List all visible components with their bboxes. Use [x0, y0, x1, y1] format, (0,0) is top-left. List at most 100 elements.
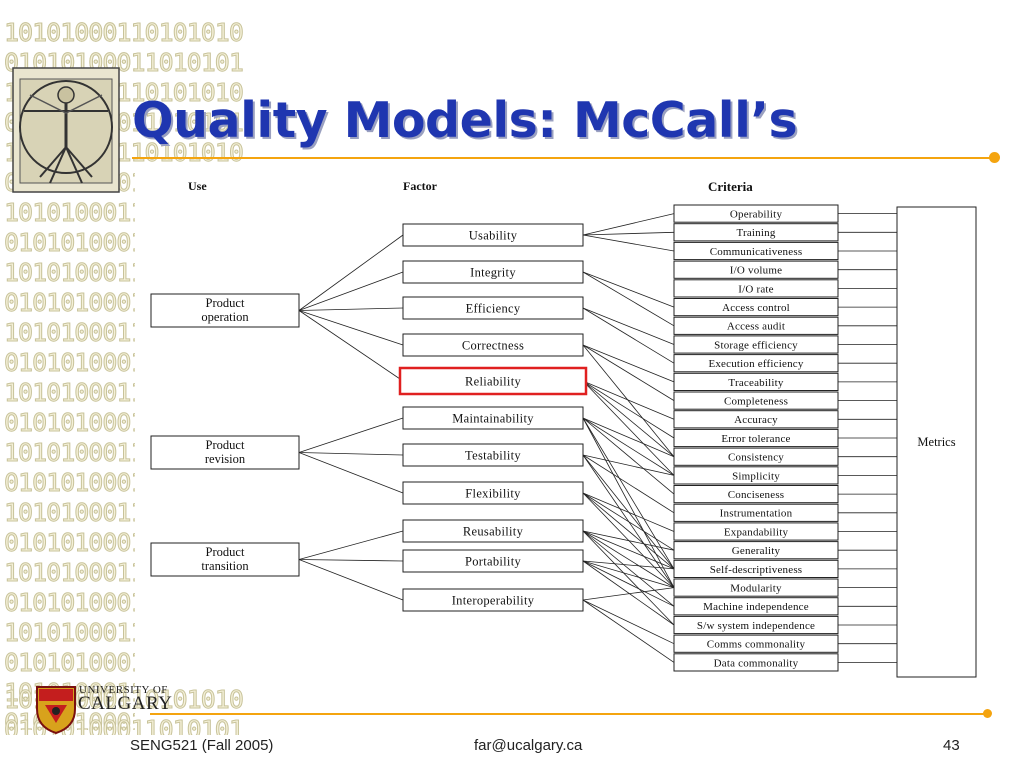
footer-page-number: 43 — [943, 737, 960, 754]
use-factor-link — [298, 559, 404, 562]
criteria-box: Storage efficiency — [673, 335, 839, 354]
factor-criteria-link — [582, 587, 675, 601]
factor-box: Reliability — [398, 366, 588, 396]
factor-criteria-link — [582, 599, 675, 645]
factor-criteria-link — [582, 213, 675, 236]
factor-criteria-link — [582, 231, 675, 236]
factor-criteria-link — [582, 492, 675, 532]
criteria-box: Communicativeness — [673, 241, 839, 261]
factor-box: Correctness — [402, 333, 584, 357]
factor-box: Flexibility — [402, 481, 584, 505]
criteria-box: Training — [673, 223, 839, 242]
factor-criteria-link — [582, 417, 675, 570]
criteria-label: Consistency — [728, 452, 784, 464]
use-box-frame — [150, 435, 300, 470]
criteria-label: Conciseness — [728, 489, 785, 501]
factor-criteria-link — [582, 454, 675, 514]
binary-row: 01010100011010101 — [4, 348, 135, 378]
criteria-box-frame — [673, 634, 839, 653]
criteria-box-frame — [673, 316, 839, 335]
criteria-box-frame — [673, 597, 839, 616]
criteria-label: I/O volume — [730, 265, 782, 277]
criteria-box: Completeness — [673, 391, 839, 410]
factor-box: Interoperability — [402, 588, 584, 612]
criteria-label: Access control — [722, 302, 790, 314]
criteria-label: Execution efficiency — [708, 358, 803, 370]
factor-label: Testability — [465, 449, 521, 463]
binary-row: 10101000110101010 — [4, 18, 135, 48]
factor-criteria-link — [582, 560, 675, 570]
factor-boxes: UsabilityIntegrityEfficiencyCorrectnessR… — [398, 223, 588, 612]
binary-row: 10101000110101010 — [4, 198, 135, 228]
criteria-box-frame — [673, 447, 839, 466]
criteria-box: I/O rate — [673, 279, 839, 298]
footer-course: SENG521 (Fall 2005) — [130, 737, 274, 754]
factor-criteria-link — [582, 417, 675, 588]
criteria-label: Storage efficiency — [714, 339, 798, 351]
binary-row: 01010100011010101 — [4, 408, 135, 438]
factor-criteria-link — [582, 492, 675, 570]
factor-criteria-link — [582, 234, 675, 252]
factor-label: Correctness — [462, 339, 524, 353]
use-factor-link — [298, 310, 404, 346]
use-boxes: ProductoperationProductrevisionProducttr… — [150, 293, 300, 577]
use-label-line2: revision — [205, 452, 246, 466]
binary-row: 01010100011010101 — [4, 588, 135, 618]
criteria-box: Access control — [673, 298, 839, 317]
factor-box: Testability — [402, 443, 584, 467]
binary-row: 01010100011010101 — [4, 228, 135, 258]
criteria-box: S/w system independence — [673, 615, 839, 635]
criteria-box-frame — [673, 279, 839, 298]
factor-box-frame — [402, 549, 584, 573]
metrics-box — [896, 206, 977, 678]
use-label-line2: transition — [201, 559, 249, 573]
use-box-frame — [150, 293, 300, 328]
criteria-box: Instrumentation — [673, 503, 839, 522]
factor-criteria-link — [582, 344, 675, 401]
criteria-box: Conciseness — [673, 485, 839, 504]
binary-row: 10101000110101010 — [4, 558, 135, 588]
factor-criteria-link — [582, 380, 675, 420]
factor-criteria-link — [582, 344, 675, 383]
criteria-box-frame — [673, 428, 839, 448]
factor-box-frame — [402, 481, 584, 505]
use-label-line1: Product — [206, 296, 245, 310]
university-crest-icon — [36, 686, 76, 735]
factor-criteria-link — [582, 417, 675, 458]
criteria-box: Expandability — [673, 522, 839, 541]
criteria-box-frame — [673, 578, 839, 597]
criteria-box-frame — [673, 391, 839, 410]
criteria-label: Simplicity — [732, 470, 780, 482]
binary-row: 10101000110101010 — [4, 618, 135, 648]
factor-box: Usability — [402, 223, 584, 247]
metrics-label: Metrics — [917, 435, 955, 449]
title-divider-dot — [989, 152, 1000, 163]
factor-box: Integrity — [402, 260, 584, 284]
criteria-label: Access audit — [727, 321, 785, 333]
criteria-label: Communicativeness — [710, 246, 803, 258]
criteria-box: Data commonality — [673, 653, 839, 672]
criteria-box: Comms commonality — [673, 634, 839, 653]
criteria-label: Modularity — [730, 583, 782, 595]
factor-box: Efficiency — [402, 296, 584, 320]
use-factor-link — [298, 271, 404, 311]
metrics-box-group: Metrics — [896, 206, 977, 678]
factor-box-frame — [402, 223, 584, 247]
factor-label: Maintainability — [452, 412, 534, 426]
factor-column-header: Factor — [403, 179, 438, 193]
factor-criteria-link — [582, 307, 675, 364]
criteria-box-frame — [673, 559, 839, 578]
factor-criteria-link — [582, 307, 675, 345]
university-name-line1: UNIVERSITY OF — [79, 684, 168, 696]
criteria-box-frame — [673, 466, 839, 485]
footer-divider-dot — [983, 709, 992, 718]
factor-label: Usability — [469, 229, 518, 243]
factor-criteria-link — [582, 380, 675, 476]
factor-box-frame — [402, 588, 584, 612]
factor-box: Maintainability — [402, 406, 584, 430]
criteria-box-frame — [673, 204, 839, 223]
criteria-box-frame — [673, 335, 839, 354]
use-label-line1: Product — [206, 438, 245, 452]
criteria-box-frame — [673, 541, 839, 560]
